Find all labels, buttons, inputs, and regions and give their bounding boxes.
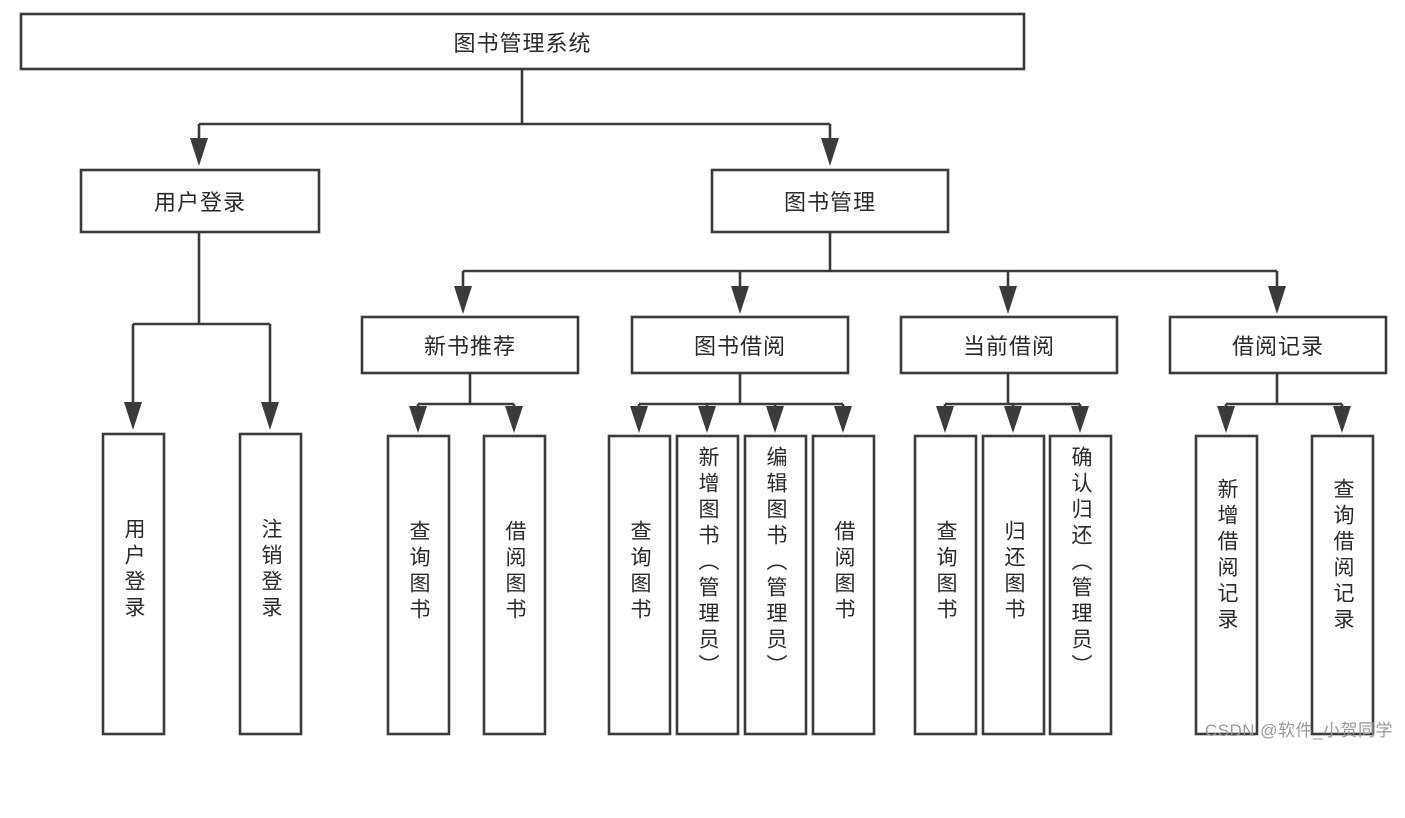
arrowhead-leaf-query-record [1333, 406, 1351, 433]
arrowhead-leaf-borrow-book-1 [505, 406, 523, 433]
arrowhead-leaf-user-logout [261, 402, 279, 430]
arrowhead-leaf-query-book-2 [630, 406, 648, 433]
arrowhead-current-borrow [999, 286, 1017, 314]
arrowhead-book-manage [821, 138, 839, 166]
arrowhead-borrow-record [1268, 286, 1286, 314]
node-box-leaf-user-login[interactable] [101, 432, 166, 736]
node-box-root[interactable] [19, 12, 1026, 71]
connector-group-book-borrow [630, 374, 852, 433]
connector-group-book-manage [454, 233, 1286, 314]
arrowhead-leaf-confirm-return [1071, 406, 1089, 433]
node-box-user-login[interactable] [79, 168, 321, 234]
arrowhead-leaf-query-book-3 [936, 406, 954, 433]
arrowhead-leaf-add-book [698, 406, 716, 433]
flowchart-canvas: 图书管理系统 用户登录 图书管理 新书推荐 图书借阅 当前借阅 借阅记录 用户登… [19, 12, 1393, 740]
arrowhead-leaf-query-book-1 [409, 406, 427, 433]
connector-group-borrow-record [1217, 374, 1351, 433]
connector-group-root [190, 69, 839, 166]
node-box-book-manage[interactable] [710, 168, 950, 234]
arrowhead-leaf-borrow-book-2 [834, 406, 852, 433]
node-box-current-borrow[interactable] [899, 315, 1119, 375]
node-box-leaf-borrow-book-2[interactable] [811, 434, 876, 736]
arrowhead-new-book-recommend [454, 286, 472, 314]
watermark-text: CSDN @软件_小贺同学 [1204, 721, 1393, 740]
arrowhead-leaf-add-record [1217, 406, 1235, 433]
node-box-leaf-query-book-1[interactable] [386, 434, 451, 736]
node-box-new-book-recommend[interactable] [360, 315, 580, 375]
arrowhead-book-borrow [731, 286, 749, 314]
arrowhead-user-login [190, 138, 208, 166]
node-box-leaf-confirm-return[interactable] [1048, 434, 1113, 736]
connector-group-new-book-recommend [409, 374, 523, 433]
node-box-leaf-query-book-2[interactable] [607, 434, 672, 736]
node-box-leaf-edit-book[interactable] [743, 434, 808, 736]
node-box-borrow-record[interactable] [1168, 315, 1388, 375]
node-box-leaf-return-book[interactable] [981, 434, 1046, 736]
connector-group-user-login [124, 233, 279, 430]
node-box-leaf-borrow-book-1[interactable] [482, 434, 547, 736]
node-box-book-borrow[interactable] [630, 315, 850, 375]
arrowhead-leaf-return-book [1004, 406, 1022, 433]
arrowhead-leaf-user-login [124, 402, 142, 430]
node-box-leaf-add-book[interactable] [675, 434, 740, 736]
node-box-leaf-query-book-3[interactable] [913, 434, 978, 736]
tree-diagram-svg [19, 12, 1388, 736]
node-box-leaf-user-logout[interactable] [238, 432, 303, 736]
node-box-leaf-query-record[interactable] [1310, 434, 1375, 736]
arrowhead-leaf-edit-book [766, 406, 784, 433]
connector-group-current-borrow [936, 374, 1089, 433]
node-box-leaf-add-record[interactable] [1194, 434, 1259, 736]
